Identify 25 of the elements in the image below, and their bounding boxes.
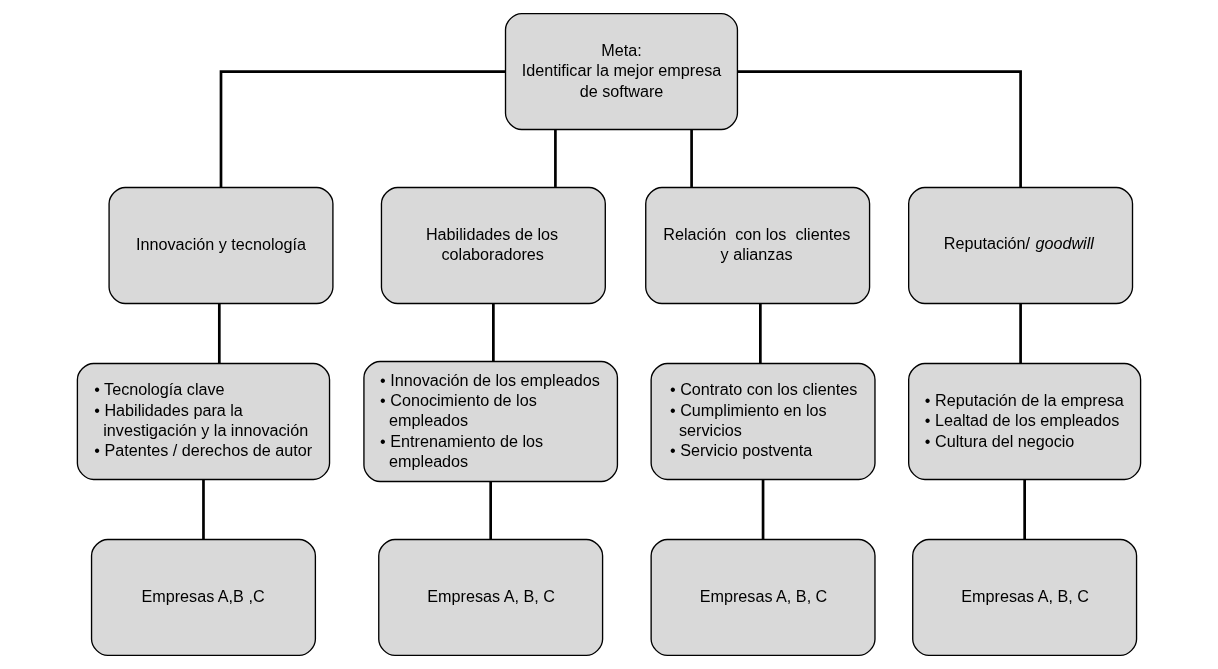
node-box: Habilidades de los colaboradores — [380, 186, 606, 305]
connector — [219, 70, 506, 188]
node-box: Empresas A, B, C — [378, 538, 604, 657]
connector — [761, 479, 765, 540]
node-box: Relación con los clientes y alianzas — [645, 186, 871, 305]
connector — [492, 303, 495, 361]
connector — [1023, 479, 1026, 540]
connector — [217, 303, 221, 364]
node-box: • Reputación de la empresa • Lealtad de los empleados • Cultura del negocio — [908, 362, 1142, 481]
node-box: Reputación/ goodwill — [908, 186, 1134, 305]
node-box: • Innovación de los empleados • Conocimiento de los empleados • Entrenamiento de los empleados — [363, 360, 619, 483]
connector — [759, 303, 762, 364]
node-box: Empresas A, B, C — [912, 538, 1138, 657]
node-box: Meta: Identificar la mejor empresa de software — [504, 12, 739, 131]
connector — [202, 479, 205, 540]
connector — [690, 129, 693, 187]
connector — [737, 70, 1022, 188]
connector — [1019, 303, 1022, 364]
connector — [554, 129, 557, 187]
node-box: Empresas A,B ,C — [90, 538, 317, 657]
node-box: • Contrato con los clientes • Cumplimiento en los servicios • Servicio postventa — [650, 362, 876, 481]
node-box: Empresas A, B, C — [650, 538, 876, 657]
node-box: Innovación y tecnología — [108, 186, 334, 305]
connector — [489, 481, 493, 540]
node-box: • Tecnología clave • Habilidades para la investigación y la innovación • Patentes / derechos de autor — [76, 362, 331, 481]
